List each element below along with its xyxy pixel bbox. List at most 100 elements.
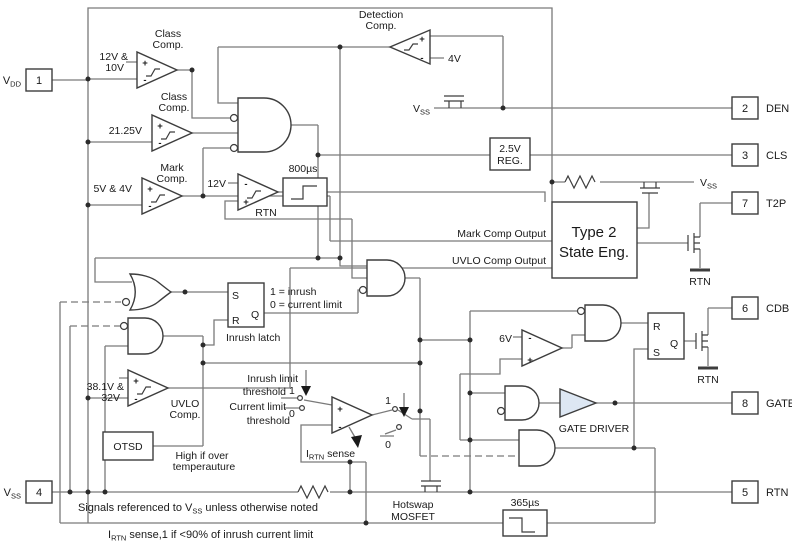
reg-label2: REG. [497,155,523,167]
footnote-signals: Signals referenced to VSS unless otherwi… [78,502,318,516]
switch-zero-label: 0 [289,408,295,420]
pin-number: 7 [742,198,748,210]
inrush-latch-note1: 1 = inrush [270,286,317,298]
logic-gates [119,97,622,467]
inrush-latch-caption: Inrush latch [226,332,280,344]
hotswap-label2: MOSFET [391,511,435,523]
pin-number: 6 [742,303,748,315]
class-comparator-2 [151,113,194,153]
class-comparator-1 [136,50,179,90]
pin-label-rtn: RTN [766,487,788,499]
cls-clamp-mosfet [640,182,660,194]
current-limit-label2: threshold [247,415,290,427]
uvlo-threshold2: 32V [101,392,120,404]
plus-mark: + [527,355,533,366]
timer-rtn-ref: RTN [255,207,276,219]
invert-bubble [576,306,586,316]
inrush-limit-label: Inrush limit [247,373,298,385]
minus-mark: - [244,179,247,190]
or-gate [128,273,173,311]
switch-contact [392,406,399,413]
plus-mark: + [243,197,249,208]
state-engine-label: Type 2 [571,224,616,241]
mark-comp-output-label: Mark Comp Output [457,228,546,240]
state-engine-block [551,201,638,279]
minus-mark: - [420,53,423,64]
pin-number: 5 [742,487,748,499]
plus-mark: + [419,34,425,45]
resistors [297,174,596,500]
falling-step-icon [509,517,535,533]
state-engine-label2: State Eng. [559,244,629,261]
plus-mark: + [142,58,148,69]
uvlo-title2: Comp. [170,409,201,421]
pin-number: 8 [742,398,748,410]
plus-mark: + [157,121,163,132]
hotswap-mosfet [421,480,441,492]
hysteresis-icon [247,190,261,199]
detection-comparator [388,28,431,66]
center-and-gate [366,259,406,297]
pin-label-gate: GATE [766,398,792,410]
hysteresis-icon [404,43,418,51]
invert-bubble [229,143,239,153]
vss-ref-den: VSS [413,103,430,117]
minus-mark: - [134,394,137,405]
class-comp2-title2: Comp. [159,102,190,114]
footnote-irtn: IRTN sense,1 if <90% of inrush current l… [108,529,313,541]
minus-mark: - [338,422,341,433]
control-arrow-diagonal [351,435,362,448]
pin-number: 2 [742,103,748,115]
inrush-latch-s: S [232,290,239,302]
hysteresis-icon [146,68,160,77]
otsd-note: High if over [175,450,229,462]
rtn-ground-label: RTN [697,374,718,386]
invert-bubble [119,321,129,331]
pin-number: 1 [36,75,42,87]
t2p-mosfet [687,233,700,253]
pin-number: 3 [742,150,748,162]
current-limit-label: Current limit [229,401,286,413]
oneshot-365-label: 365µs [511,497,540,509]
otsd-block [102,431,154,461]
pin-box-rtn [731,480,759,504]
pin-label-den: DEN [766,103,789,115]
pin-label-t2p: T2P [766,198,786,210]
pin-box-vdd [25,68,53,92]
inrush-limit-label2: threshold [243,386,286,398]
switch-one-label: 1 [289,385,295,397]
detection-ref: 4V [448,53,461,65]
pin-box-gate [731,391,759,415]
circuit-wires [52,7,732,524]
reg-label: 2.5V [499,143,521,155]
pin-box-cls [731,143,759,167]
gate-driver-buffer [559,387,598,419]
pin-box-vss [25,480,53,504]
junction-dots [67,44,637,526]
plus-mark: + [147,184,153,195]
minus-mark: - [528,333,531,344]
pin-terminals [25,68,759,504]
detection-comp-title: Detection [359,9,404,21]
switches-arrows [297,386,409,448]
mark-comp-title2: Comp. [157,173,188,185]
hotswap-label: Hotswap [393,499,434,511]
invert-bubble [358,285,368,295]
sense-resistor [297,484,329,500]
invert-bubble [121,297,131,307]
pin-label-vss: VSS [4,487,21,501]
reg-block [489,137,531,171]
hysteresis-icon [137,386,151,395]
class-comp2-threshold2: 21.25V [109,125,142,137]
inrush-latch-note2: 0 = current limit [270,299,342,311]
class-comp1-title2: Comp. [153,39,184,51]
pin-box-cdb [731,296,759,320]
cdb-latch-box [647,312,685,360]
den-mosfet [444,95,464,108]
inrush-latch-r: R [232,315,240,327]
inrush-latch-q: Q [251,309,259,321]
switch-contact [297,395,304,402]
minus-mark: - [158,138,161,149]
diagram-text: VDD 1 VSS 4 2 DEN 3 CLS 7 T2P 6 CDB 8 GA… [3,9,792,541]
